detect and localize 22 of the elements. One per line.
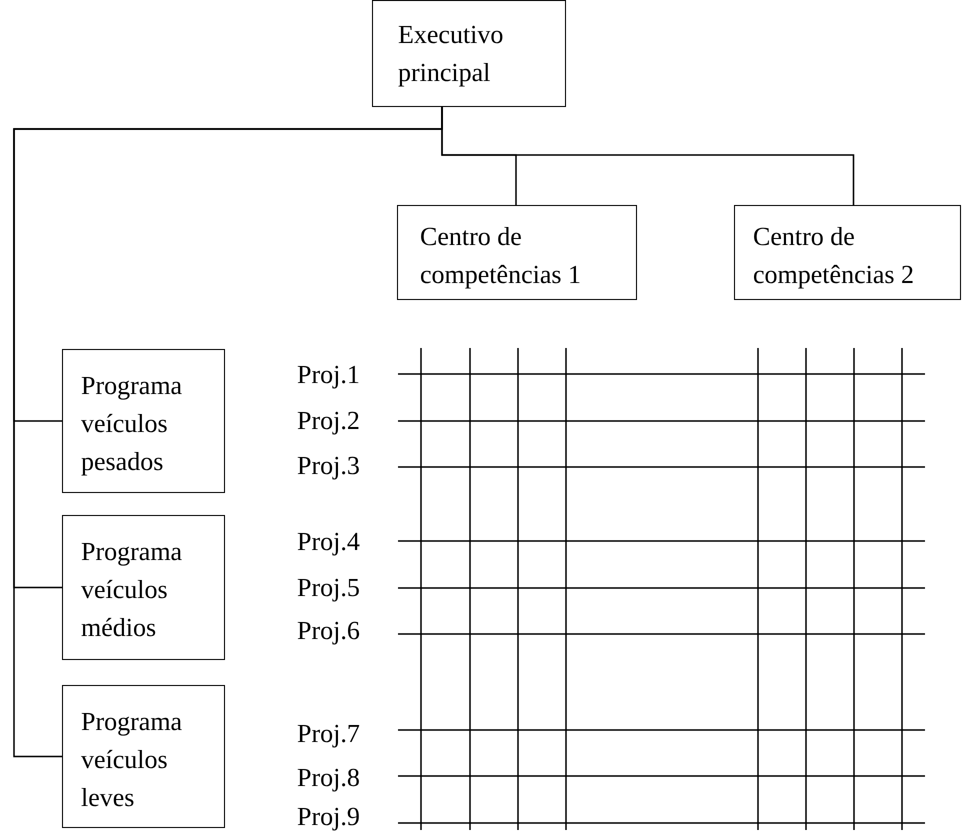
box-label: Programa veículos médios xyxy=(81,536,184,644)
box-label: Centro de competências 1 xyxy=(420,221,582,291)
project-label: Proj.8 xyxy=(297,764,360,792)
program-box xyxy=(62,349,225,493)
project-label: Proj.4 xyxy=(297,528,360,556)
project-label: Proj.9 xyxy=(297,803,360,831)
project-label: Proj.1 xyxy=(297,361,360,389)
program-box xyxy=(62,515,225,660)
box-label: Executivo principal xyxy=(398,19,504,89)
competence-center-box xyxy=(397,205,637,300)
project-label: Proj.7 xyxy=(297,720,360,748)
connector-line xyxy=(13,107,443,758)
program-box xyxy=(62,685,225,828)
project-label: Proj.2 xyxy=(297,407,360,435)
project-label: Proj.5 xyxy=(297,574,360,602)
project-label: Proj.3 xyxy=(297,452,360,480)
box-label: Programa veículos pesados xyxy=(81,370,184,478)
competence-center-box xyxy=(734,205,961,300)
project-label: Proj.6 xyxy=(297,617,360,645)
executive-box xyxy=(372,0,566,107)
box-label: Programa veículos leves xyxy=(81,706,184,814)
box-label: Centro de competências 2 xyxy=(753,221,915,291)
